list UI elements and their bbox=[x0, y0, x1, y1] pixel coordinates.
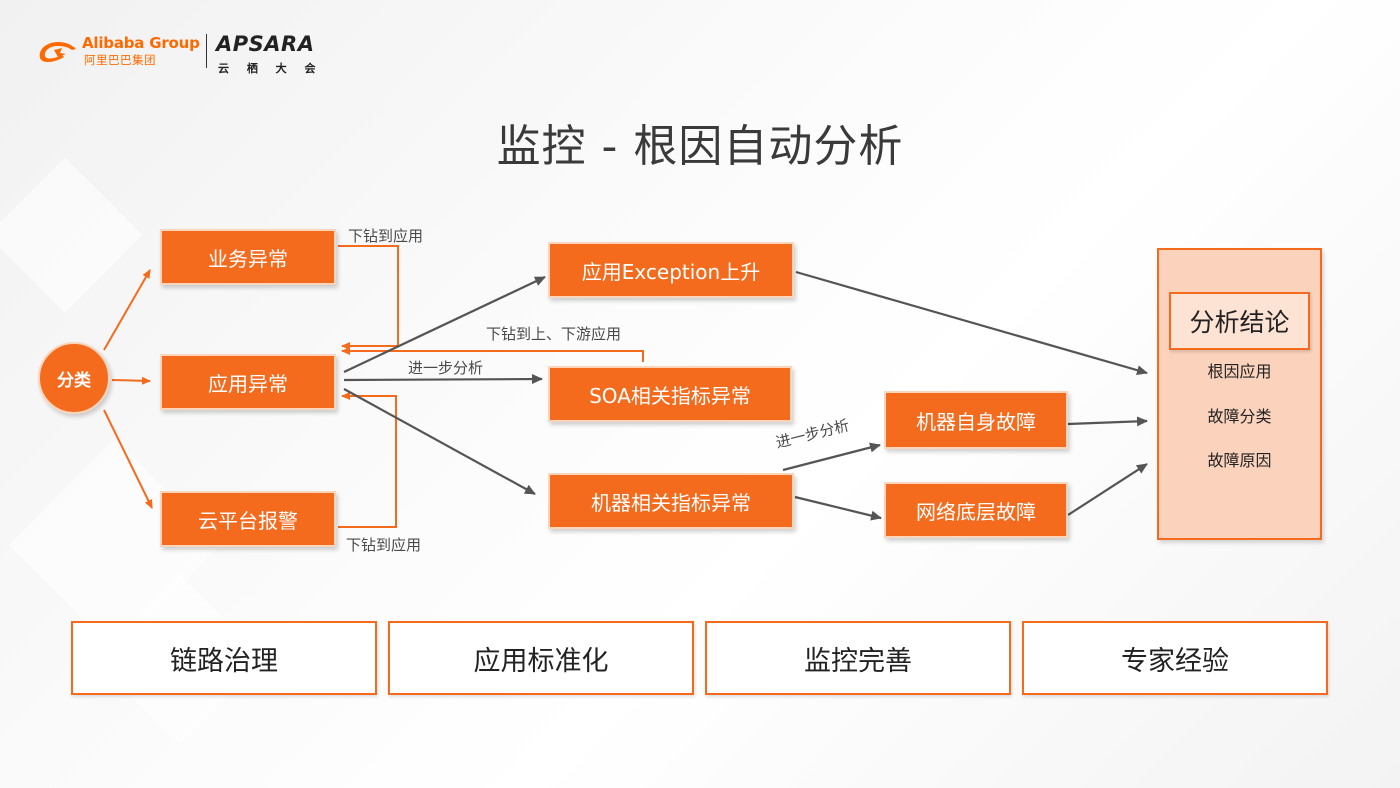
node-app-exception-rise: 应用Exception上升 bbox=[548, 242, 794, 298]
alibaba-chinese-name: 阿里巴巴集团 bbox=[84, 53, 156, 67]
arrow-network-fault-to-conclusion bbox=[1067, 463, 1148, 516]
node-cloud-alert: 云平台报警 bbox=[160, 491, 336, 547]
brand-logo: Alibaba Group 阿里巴巴集团 APSARA 云 栖 大 会 bbox=[36, 30, 326, 75]
node-machine-self-fault: 机器自身故障 bbox=[884, 391, 1068, 449]
arrow-machine-to-self-fault bbox=[782, 442, 881, 472]
label-further-analysis: 进一步分析 bbox=[408, 359, 484, 377]
root-to-category-arrows bbox=[103, 269, 153, 509]
arrow-drill-cloud-to-app bbox=[338, 392, 397, 528]
node-soa-metric-anomaly: SOA相关指标异常 bbox=[548, 366, 792, 422]
conclusion-item-fault-cause: 故障原因 bbox=[1207, 451, 1272, 470]
arrow-self-fault-to-conclusion bbox=[1067, 416, 1148, 427]
arrow-app-to-soa bbox=[343, 374, 543, 385]
alibaba-wordmark: Alibaba Group bbox=[82, 34, 200, 52]
arrow-drill-business-to-app bbox=[338, 245, 399, 350]
foundation-monitoring-improvement: 监控完善 bbox=[705, 621, 1011, 695]
arrow-exception-to-conclusion bbox=[795, 270, 1148, 376]
arrow-drill-soa-to-app bbox=[341, 347, 644, 362]
label-drill-to-app-bottom: 下钻到应用 bbox=[346, 536, 422, 554]
label-drill-upstream-downstream: 下钻到上、下游应用 bbox=[486, 325, 622, 343]
drill-down-arrows bbox=[338, 245, 644, 528]
node-machine-metric-anomaly: 机器相关指标异常 bbox=[548, 473, 794, 529]
label-drill-to-app-top: 下钻到应用 bbox=[348, 227, 424, 245]
arrow-app-to-machine bbox=[343, 388, 536, 495]
foundation-app-standardization: 应用标准化 bbox=[388, 621, 694, 695]
foundation-expert-experience: 专家经验 bbox=[1022, 621, 1328, 695]
apsara-chinese-name: 云 栖 大 会 bbox=[218, 62, 323, 75]
arrow-root-to-app bbox=[111, 376, 151, 385]
arrow-root-to-cloud bbox=[103, 409, 153, 509]
alibaba-logo-icon bbox=[39, 42, 76, 63]
node-app-exception: 应用异常 bbox=[160, 354, 336, 410]
node-business-exception: 业务异常 bbox=[160, 229, 336, 285]
conclusion-item-root-app: 根因应用 bbox=[1207, 362, 1272, 381]
root-category-node: 分类 bbox=[38, 342, 110, 414]
analysis-arrows bbox=[343, 270, 1148, 521]
arrow-app-to-exception bbox=[343, 276, 546, 373]
conclusion-item-fault-type: 故障分类 bbox=[1207, 407, 1272, 426]
conclusion-title: 分析结论 bbox=[1169, 292, 1310, 350]
arrow-machine-to-network-fault bbox=[794, 495, 882, 521]
foundation-trace-governance: 链路治理 bbox=[71, 621, 377, 695]
arrow-root-to-business bbox=[103, 269, 151, 351]
node-network-fault: 网络底层故障 bbox=[884, 482, 1068, 538]
page-title: 监控 - 根因自动分析 bbox=[496, 121, 904, 172]
logo-divider bbox=[206, 34, 207, 68]
apsara-wordmark: APSARA bbox=[216, 32, 315, 56]
